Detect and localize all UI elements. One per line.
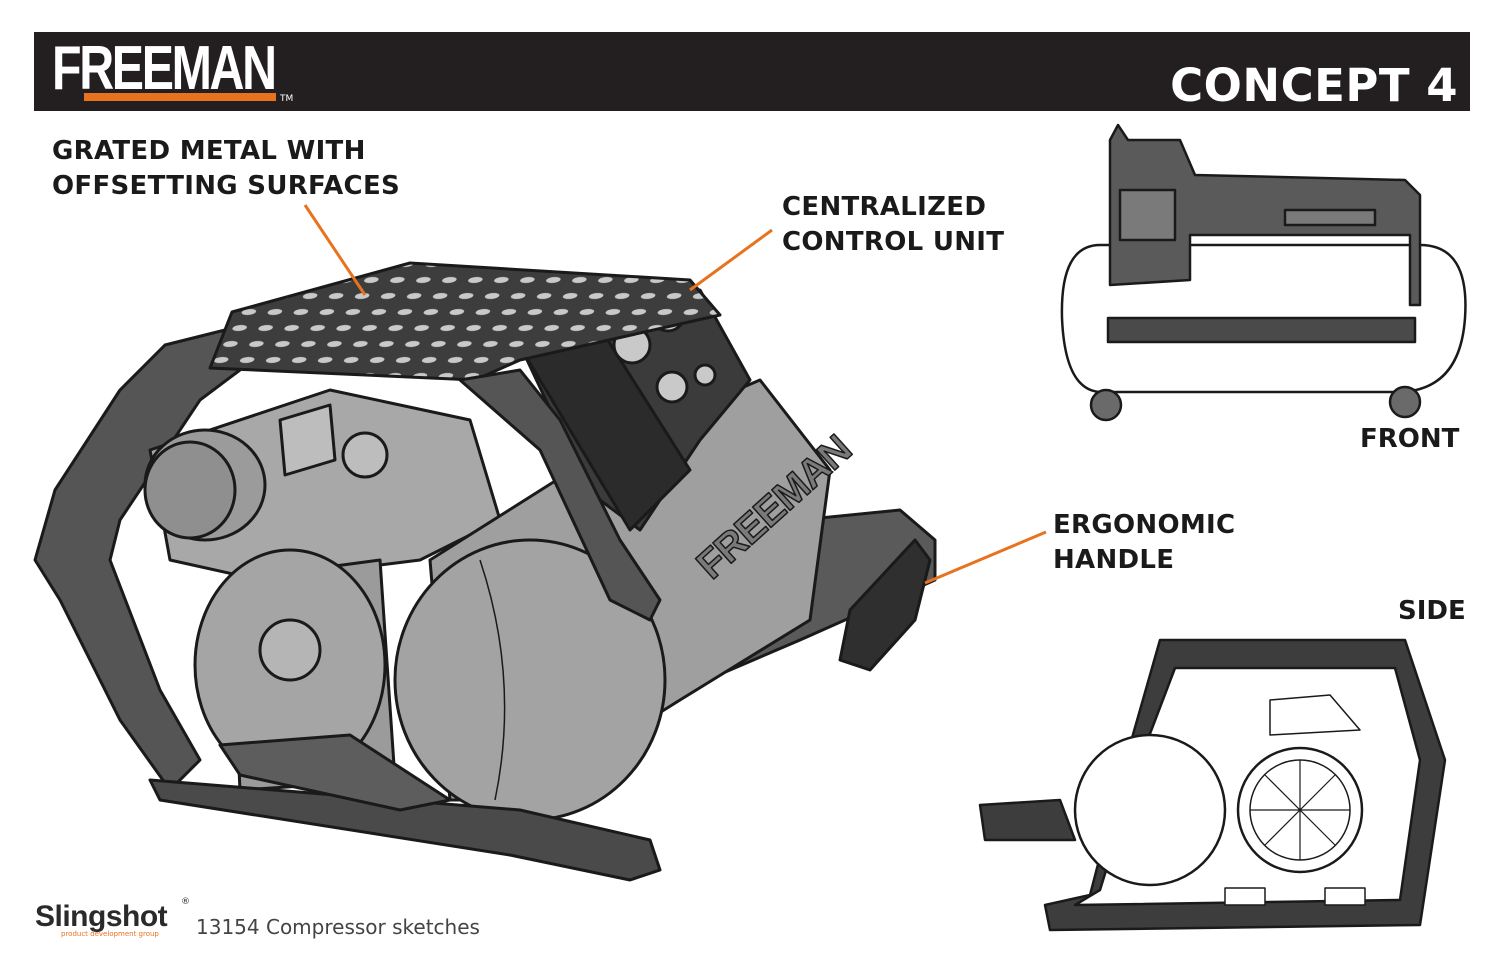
slingshot-tagline: product development group — [61, 930, 159, 938]
freeman-logo: FREEMAN — [52, 34, 277, 103]
logo-trademark: TM — [280, 94, 294, 104]
callout-control-line2: CONTROL UNIT — [782, 227, 1005, 257]
slingshot-logo: Slingshot — [35, 900, 168, 933]
callout-ergonomic-handle: ERGONOMIC HANDLE — [1053, 508, 1235, 578]
callout-control-line1: CENTRALIZED — [782, 192, 987, 222]
grated-leader-line — [303, 204, 367, 296]
front-view-sketch — [1060, 123, 1467, 422]
main-compressor-sketch: FREEMAN — [33, 261, 937, 882]
callout-control-unit: CENTRALIZED CONTROL UNIT — [782, 190, 1004, 260]
callout-grated-metal: GRATED METAL WITH OFFSETTING SURFACES — [52, 134, 400, 204]
callout-handle-line1: ERGONOMIC — [1053, 510, 1236, 540]
callout-grated-line2: OFFSETTING SURFACES — [52, 171, 401, 201]
slingshot-registered-mark: ® — [181, 897, 190, 907]
project-caption: 13154 Compressor sketches — [196, 915, 480, 939]
front-view-label: FRONT — [1360, 424, 1460, 454]
handle-leader-line — [924, 530, 1047, 585]
control-leader-line — [689, 228, 773, 292]
logo-underline — [84, 93, 276, 101]
side-view-sketch — [978, 638, 1447, 932]
callout-handle-line2: HANDLE — [1053, 545, 1175, 575]
side-view-label: SIDE — [1398, 596, 1466, 626]
callout-grated-line1: GRATED METAL WITH — [52, 136, 366, 166]
concept-title: CONCEPT 4 — [1170, 59, 1458, 112]
